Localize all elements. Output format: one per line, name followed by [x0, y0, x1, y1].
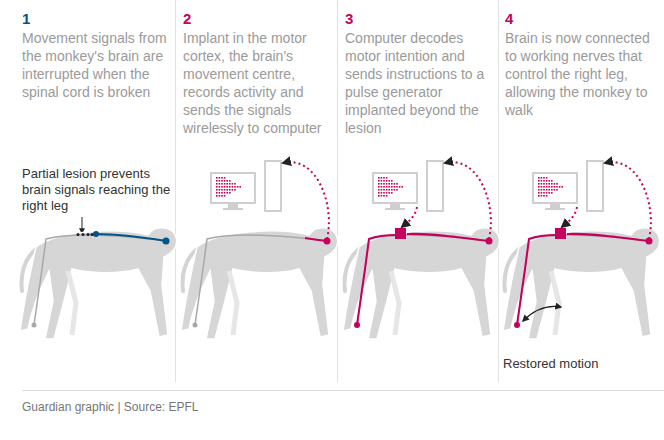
stimulation-signal [562, 207, 577, 227]
monkey-figure [20, 228, 177, 339]
lesion-dots [82, 233, 85, 236]
motion-arrow [523, 307, 561, 321]
step-number: 1 [22, 10, 162, 28]
callout-text: Restored motion [503, 356, 653, 372]
panel-dividers [176, 0, 499, 382]
step-text: Brain is now connected to working nerves… [505, 29, 653, 119]
step-number: 3 [345, 10, 485, 28]
wireless-signal [605, 162, 651, 239]
caption: Guardian graphic | Source: EPFL [22, 400, 199, 414]
lesion-dots [87, 233, 90, 236]
monkey-figure [343, 161, 500, 339]
computer [211, 161, 281, 211]
callout-arrow [82, 217, 83, 233]
brain-signal [96, 234, 166, 241]
pulse-generator [555, 228, 566, 239]
spinal-cord [517, 235, 649, 325]
step-number: 4 [505, 10, 645, 28]
pulse-generator [395, 228, 406, 239]
spinal-cord [34, 235, 166, 325]
monkey-figure [503, 161, 660, 339]
footer-rule [22, 390, 664, 391]
wireless-signal [445, 162, 491, 239]
signal-path [517, 234, 649, 325]
step-text: Computer decodes motor intention and sen… [345, 29, 493, 137]
monkey-figure [181, 161, 338, 339]
step-number: 2 [183, 10, 323, 28]
step-text: Implant in the motor cortex, the brain's… [183, 29, 331, 137]
computer [373, 161, 443, 211]
signal-path [357, 234, 489, 325]
step-text: Movement signals from the monkey's brain… [22, 29, 170, 101]
lesion-dots [91, 233, 94, 236]
wireless-signal [283, 162, 329, 239]
computer [533, 161, 603, 211]
spinal-cord [195, 235, 327, 325]
callout-text: Partial lesion prevents brain signals re… [22, 166, 172, 214]
spinal-cord [357, 235, 489, 325]
stimulation-signal [402, 207, 417, 227]
lesion-dots [77, 233, 80, 236]
